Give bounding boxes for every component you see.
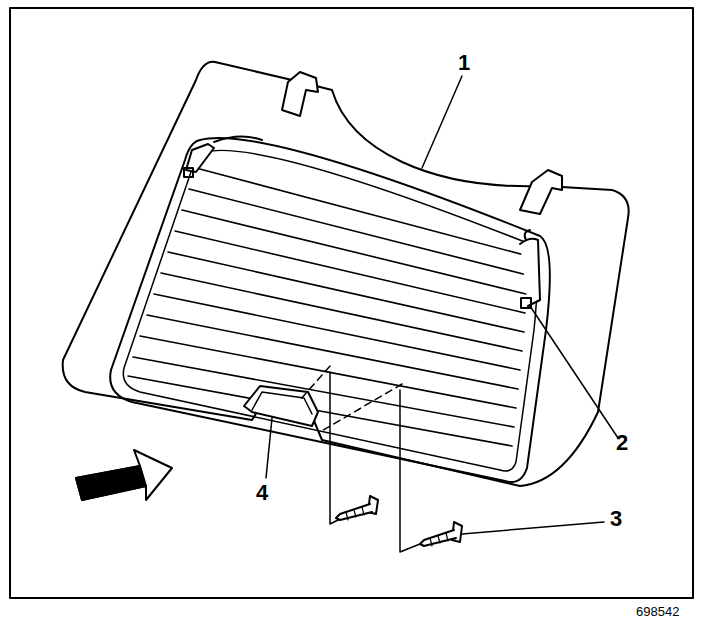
- screw-path: [320, 384, 402, 432]
- screw: [420, 522, 462, 546]
- screw: [336, 496, 378, 520]
- figure-number: 698542: [636, 605, 679, 618]
- leader-line: [462, 522, 604, 534]
- callout-number: 3: [610, 508, 622, 530]
- view-arrow-shade: [76, 466, 146, 500]
- wire: [525, 230, 530, 240]
- callout-number: 1: [458, 52, 470, 74]
- hinge-tab: [282, 72, 318, 116]
- hinge-tab: [520, 170, 562, 214]
- terminal-clip: [184, 168, 193, 177]
- figure-frame: [10, 8, 693, 598]
- callout-number: 4: [256, 482, 268, 504]
- leader-line: [400, 390, 420, 552]
- view-arrow: [76, 450, 172, 500]
- screw-path: [300, 366, 330, 400]
- wire: [214, 136, 262, 142]
- callout-number: 2: [616, 432, 628, 454]
- leader-line: [530, 306, 618, 438]
- defroster-terminal: [520, 239, 540, 306]
- bracket: [244, 386, 318, 426]
- leader-line: [422, 76, 462, 168]
- bracket-edge: [252, 392, 312, 414]
- leader-line: [266, 418, 272, 478]
- defroster-grid: [128, 168, 528, 446]
- glass-panel-outline: [63, 62, 629, 486]
- leader-line: [330, 372, 350, 524]
